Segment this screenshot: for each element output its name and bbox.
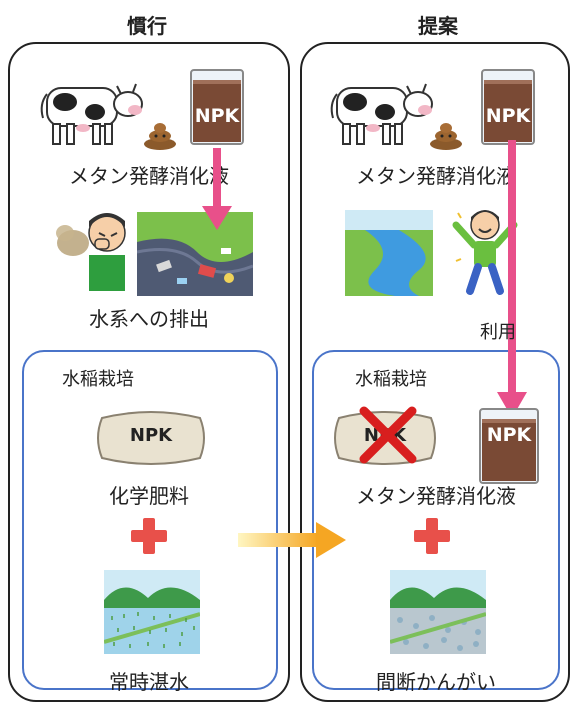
beaker-label-paddy: NPK	[486, 424, 532, 446]
rice-paddy-icon	[104, 570, 200, 654]
beaker-label: NPK	[194, 105, 240, 127]
rice-paddy-icon-proposal	[390, 570, 486, 654]
conventional-paddy-title: 水稲栽培	[62, 369, 134, 390]
beaker-label-proposal: NPK	[485, 105, 531, 127]
conventional-flow-arrow	[202, 148, 232, 232]
fertilizer-bag-icon	[96, 410, 206, 466]
beaker-icon-paddy	[476, 405, 542, 487]
arrow-icon	[238, 520, 348, 560]
conventional-irrigation-label: 常時湛水	[109, 670, 189, 694]
polluted-river-icon	[137, 212, 253, 296]
proposal-panel	[300, 42, 570, 702]
beaker-icon	[187, 66, 247, 148]
conventional-panel	[8, 42, 290, 702]
cow-icon-proposal	[325, 70, 435, 150]
conventional-digestate-label: メタン発酵消化液	[69, 164, 229, 188]
manure-icon-proposal	[428, 118, 464, 150]
clean-river-icon	[345, 210, 433, 296]
conventional-title: 慣行	[127, 14, 167, 38]
proposal-paddy-title: 水稲栽培	[355, 369, 427, 390]
manure-icon	[142, 118, 178, 150]
proposal-irrigation-label: 間断かんがい	[376, 670, 496, 694]
proposal-flow-arrow	[497, 140, 527, 420]
sick-person-icon	[55, 203, 135, 293]
fertilizer-label: 化学肥料	[109, 484, 189, 508]
happy-person-icon	[452, 205, 518, 297]
cross-icon	[358, 405, 418, 465]
fertilizer-bag-label: NPK	[129, 425, 173, 446]
cow-icon	[35, 70, 145, 150]
plus-icon	[131, 518, 167, 554]
proposal-title: 提案	[418, 14, 458, 38]
conventional-paddy-panel	[22, 350, 278, 690]
discharge-label: 水系への排出	[89, 307, 209, 331]
proposal-paddy-panel	[312, 350, 560, 690]
proposal-digestate-paddy-label: メタン発酵消化液	[356, 484, 516, 508]
beaker-icon-proposal	[478, 66, 538, 148]
use-label: 利用	[480, 322, 516, 343]
plus-icon-proposal	[414, 518, 450, 554]
proposal-digestate-label: メタン発酵消化液	[356, 164, 516, 188]
